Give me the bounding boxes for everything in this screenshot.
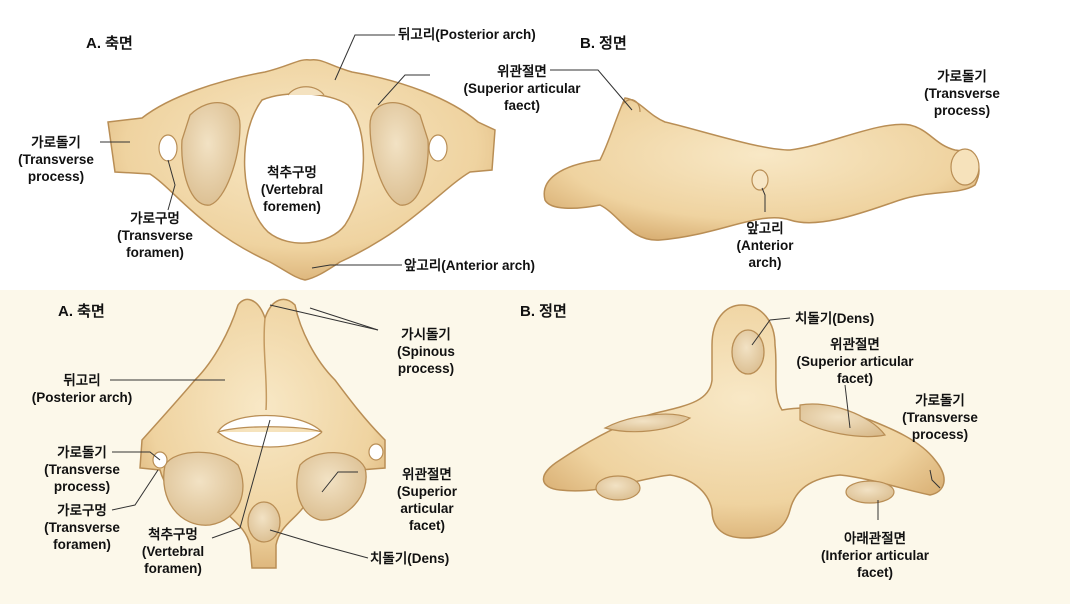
label-superior-articular-facet: 위관절면 (Superior articular faect) [463,64,581,113]
label-inferior-articular-facet: 아래관절면 (Inferior articular facet) [820,531,930,580]
axis-axial-bone [139,298,386,569]
atlas-axial-title: A. 축면 [86,35,133,52]
label-superior-articular-facet-frontal: 위관절면 (Superior articular facet) [796,337,914,386]
label-transverse-foramen: 가로구멍 (Transverse foramen) [117,211,193,260]
label-transverse-process-frontal-axis: 가로돌기 (Transverse process) [902,393,978,442]
label-transverse-foramen-axis: 가로구멍 (Transverse foramen) [44,503,120,552]
label-dens-frontal: 치돌기(Dens) [795,311,875,326]
label-spinous-process: 가시돌기 (Spinous process) [397,327,455,376]
label-superior-articular-facet-axis: 위관절면 (Superior articular facet) [396,467,457,533]
label-transverse-process: 가로돌기 (Transverse process) [18,135,94,184]
label-vertebral-foramen: 척추구멍 (Vertebral foremen) [260,165,324,214]
label-transverse-process-frontal: 가로돌기 (Transverse process) [924,69,1000,118]
leader-lines [100,34,941,559]
atlas-frontal-bone [543,97,980,241]
axis-frontal-bone [542,304,945,539]
axis-frontal-title: B. 정면 [520,303,567,320]
label-transverse-process-axis: 가로돌기 (Transverse process) [44,445,120,494]
atlas-frontal-title: B. 정면 [580,35,627,52]
label-anterior-arch-frontal: 앞고리 (Anterior arch) [736,221,794,270]
label-posterior-arch: 뒤고리(Posterior arch) [398,27,536,42]
label-vertebral-foramen-axis: 척추구멍 (Vertebral foramen) [141,527,205,576]
label-anterior-arch: 앞고리(Anterior arch) [404,258,536,273]
atlas-axial-bone [107,58,496,281]
label-posterior-arch-axis: 뒤고리 (Posterior arch) [31,373,133,405]
axis-axial-title: A. 축면 [58,303,105,320]
label-dens: 치돌기(Dens) [370,551,450,566]
